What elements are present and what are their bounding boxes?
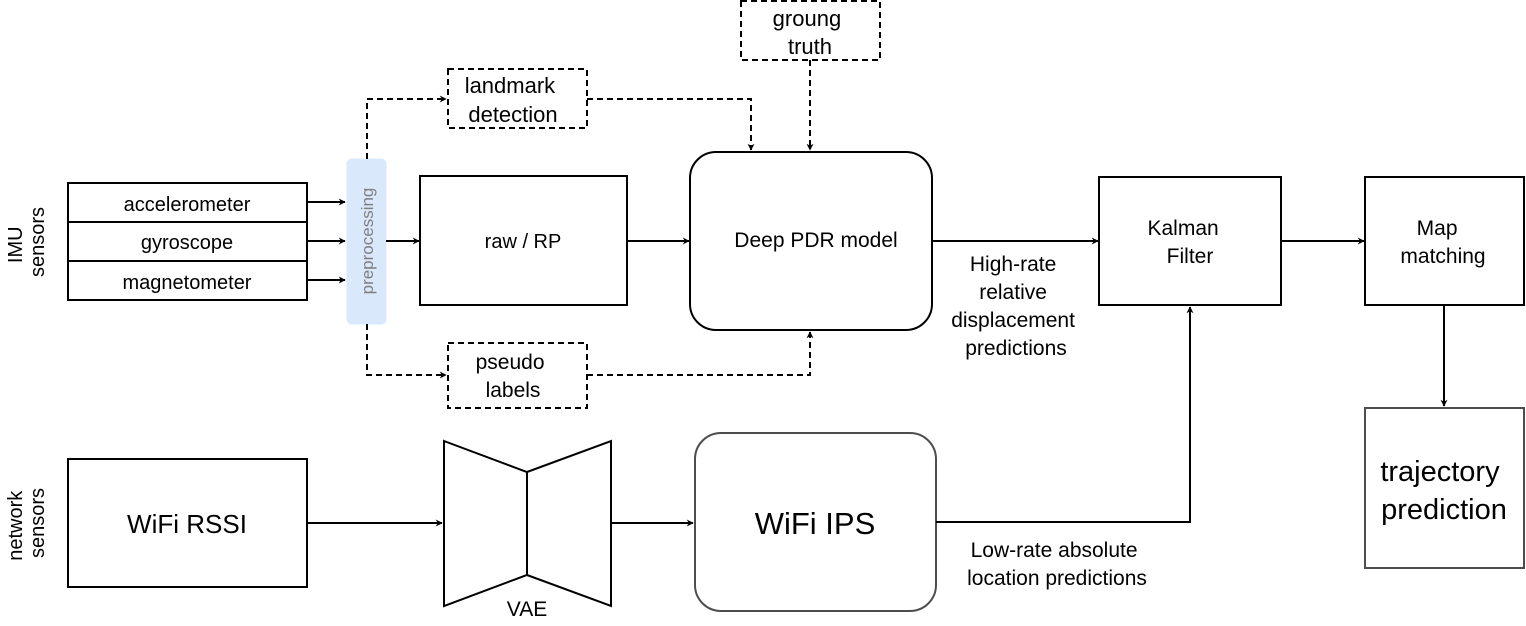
- wifi-rssi-label: WiFi RSSI: [127, 509, 247, 539]
- map-matching-label: Map matching: [1400, 217, 1485, 268]
- wifi-ips-label: WiFi IPS: [755, 506, 876, 541]
- vae-label: VAE: [507, 598, 547, 621]
- low-rate-label: Low-rate absolute location predictions: [967, 539, 1147, 590]
- kalman-filter-label: Kalman Filter: [1147, 217, 1224, 268]
- map-matching-box: [1364, 176, 1525, 306]
- gyroscope-label: gyroscope: [141, 232, 233, 254]
- deep-pdr-model-label: Deep PDR model: [734, 229, 897, 252]
- magnetometer-box: [67, 260, 308, 301]
- dashed-arrow-pseudo-pdr: [587, 331, 814, 376]
- landmark-detection-box: [447, 68, 588, 129]
- imu-sensors-label: IMU sensors: [5, 207, 49, 277]
- dashed-arrow-preprocessing-landmark: [366, 95, 447, 159]
- accelerometer-box: [67, 182, 308, 223]
- wifi-rssi-box: [67, 458, 308, 588]
- raw-rp-label: raw / RP: [485, 231, 562, 253]
- magnetometer-label: magnetometer: [123, 272, 252, 294]
- dashed-arrow-landmark-pdr: [587, 98, 755, 151]
- pseudo-labels-label: pseudo labels: [476, 351, 551, 402]
- raw-rp-box: [419, 175, 628, 306]
- pseudo-labels-box: [447, 342, 588, 409]
- high-rate-label: High-rate relative displacement predicti…: [951, 253, 1081, 360]
- ground-truth-box: [740, 0, 881, 61]
- ground-truth-label: groung truth: [773, 6, 848, 59]
- accelerometer-label: accelerometer: [124, 194, 251, 216]
- kalman-filter-box: [1098, 176, 1282, 306]
- trajectory-prediction-box: [1364, 407, 1525, 569]
- trajectory-prediction-label: trajectory prediction: [1380, 456, 1507, 526]
- network-sensors-label: network sensors: [5, 485, 49, 561]
- imu-sensor-stack: accelerometer gyroscope magnetometer: [67, 182, 308, 301]
- dashed-arrow-preprocessing-pseudo: [366, 324, 447, 379]
- preprocessing-label: preprocessing: [358, 188, 377, 295]
- landmark-detection-label: landmark detection: [465, 73, 562, 127]
- arrow-ips-kalman: [936, 306, 1194, 523]
- gyroscope-box: [67, 221, 308, 262]
